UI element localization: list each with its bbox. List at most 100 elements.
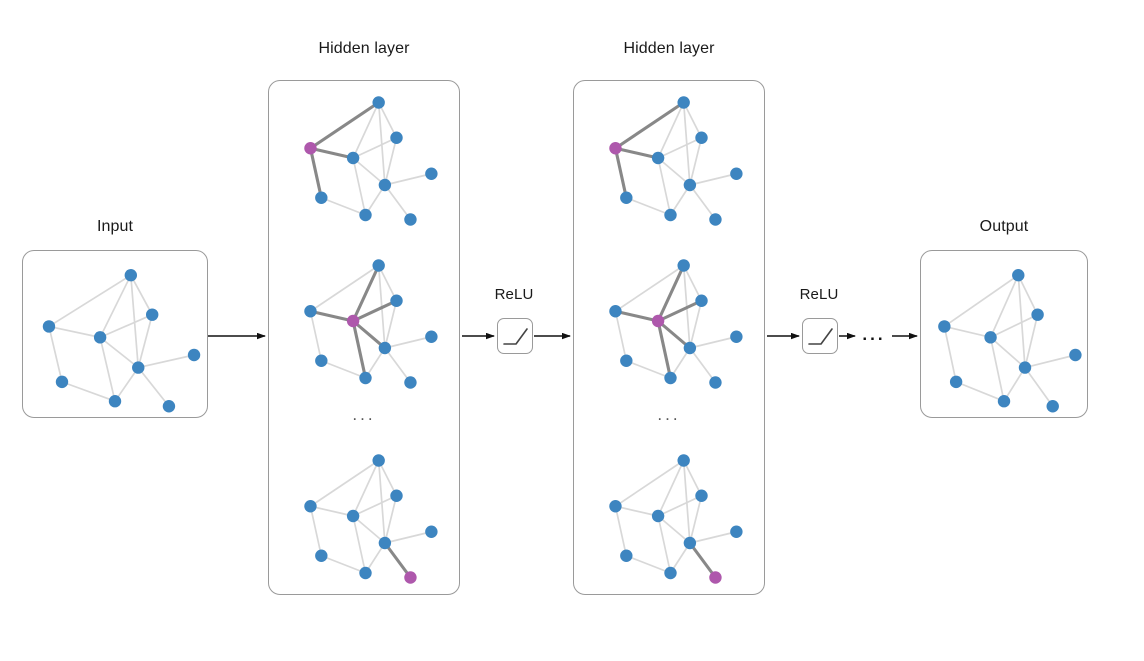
graph-node: [1069, 348, 1082, 362]
graph-edge: [689, 530, 738, 544]
graph-edge: [613, 309, 660, 323]
output-title: Output: [979, 218, 1029, 235]
graph-edge: [114, 366, 140, 403]
graph-node: [359, 371, 372, 385]
graph-edge: [48, 325, 101, 339]
graph-node: [683, 536, 697, 550]
graph-node: [372, 259, 385, 272]
graph-edge: [320, 359, 367, 379]
graph-node: [372, 454, 385, 467]
graph-node: [620, 354, 633, 367]
graph-edge: [656, 319, 692, 350]
graph-edge: [656, 319, 673, 380]
graph-node: [404, 571, 417, 584]
graph-node: [390, 131, 403, 144]
graph-edge: [308, 100, 381, 150]
graph-edge: [137, 313, 154, 369]
graph-node: [730, 525, 743, 538]
graph-edge: [689, 347, 717, 384]
graph-edge: [384, 530, 433, 544]
graph-node: [949, 375, 963, 389]
graph-edge: [682, 101, 703, 139]
graph-edge: [614, 505, 628, 557]
relu-curve-icon-1: [503, 328, 528, 345]
graph-edge: [351, 319, 387, 350]
graph-edge: [129, 274, 140, 369]
graph-node: [93, 331, 107, 344]
graph-edge: [613, 146, 628, 200]
hidden-layer-1-title: Hidden layer: [318, 40, 410, 57]
graph-edge: [308, 146, 323, 200]
graph-edge: [48, 274, 132, 328]
graph-edge: [625, 196, 672, 216]
relu-1-label: ReLU: [494, 286, 534, 303]
graph-edge: [657, 494, 703, 517]
graph-hidden2-g2: [609, 259, 743, 389]
graph-edge: [351, 319, 368, 380]
graph-edge: [309, 505, 354, 517]
graph-node: [651, 509, 665, 523]
graph-node: [425, 525, 438, 538]
graph-node: [677, 259, 690, 272]
graph-edge: [352, 157, 367, 216]
graph-node: [346, 151, 360, 165]
graph-edge: [682, 459, 703, 497]
graph-edge: [48, 325, 63, 383]
graph-edge: [309, 310, 323, 362]
graph-edge: [137, 366, 170, 408]
graph-edge: [384, 335, 433, 349]
graph-edge: [377, 264, 398, 302]
graph-edge: [352, 515, 386, 544]
graph-edge: [943, 325, 957, 383]
graph-edge: [614, 310, 628, 362]
graph-node: [378, 341, 392, 355]
graph-node: [124, 269, 138, 282]
relu-2-label: ReLU: [799, 286, 839, 303]
graph-node: [709, 213, 722, 226]
graph-edge: [613, 146, 660, 160]
graph-edge: [943, 274, 1020, 328]
graph-input: [42, 269, 201, 413]
graph-hidden2-g1: [609, 96, 743, 226]
graph-output: [938, 269, 1082, 413]
graph-node: [346, 314, 360, 328]
graph-edge: [625, 359, 672, 379]
graph-edge: [955, 381, 1005, 403]
graph-edge: [352, 136, 398, 159]
graph-edge: [1024, 313, 1039, 369]
graph-node: [620, 191, 633, 204]
graph-edge: [351, 263, 381, 323]
graph-node: [1012, 269, 1025, 282]
graph-edge: [309, 264, 380, 313]
graph-node: [695, 294, 708, 307]
graph-edge: [129, 274, 154, 316]
graph-node: [651, 314, 665, 328]
graph-edge: [689, 136, 703, 186]
graph-edge: [308, 309, 355, 323]
graph-node: [730, 167, 743, 180]
graph-node: [315, 354, 328, 367]
graph-edge: [384, 299, 398, 349]
graph-node: [304, 305, 317, 318]
graph-edge: [656, 263, 686, 323]
graph-node: [709, 571, 722, 584]
graph-node: [651, 151, 665, 165]
input-panel: [22, 250, 208, 418]
graph-edge: [309, 459, 380, 508]
graph-edge: [689, 184, 717, 221]
graph-edge: [689, 494, 703, 544]
graph-node: [304, 500, 317, 513]
flow-ellipsis: ...: [862, 325, 886, 344]
graph-edge: [657, 101, 685, 159]
graph-edge: [657, 157, 672, 216]
graph-node: [664, 371, 677, 385]
graph-node: [187, 348, 201, 362]
graph-node: [997, 395, 1011, 408]
graph-edge: [625, 554, 672, 574]
graph-edge: [657, 515, 672, 574]
graph-edge: [989, 274, 1020, 339]
graph-node: [683, 178, 697, 192]
graph-node: [315, 191, 328, 204]
graph-node: [1046, 400, 1059, 413]
graph-node: [620, 549, 633, 562]
